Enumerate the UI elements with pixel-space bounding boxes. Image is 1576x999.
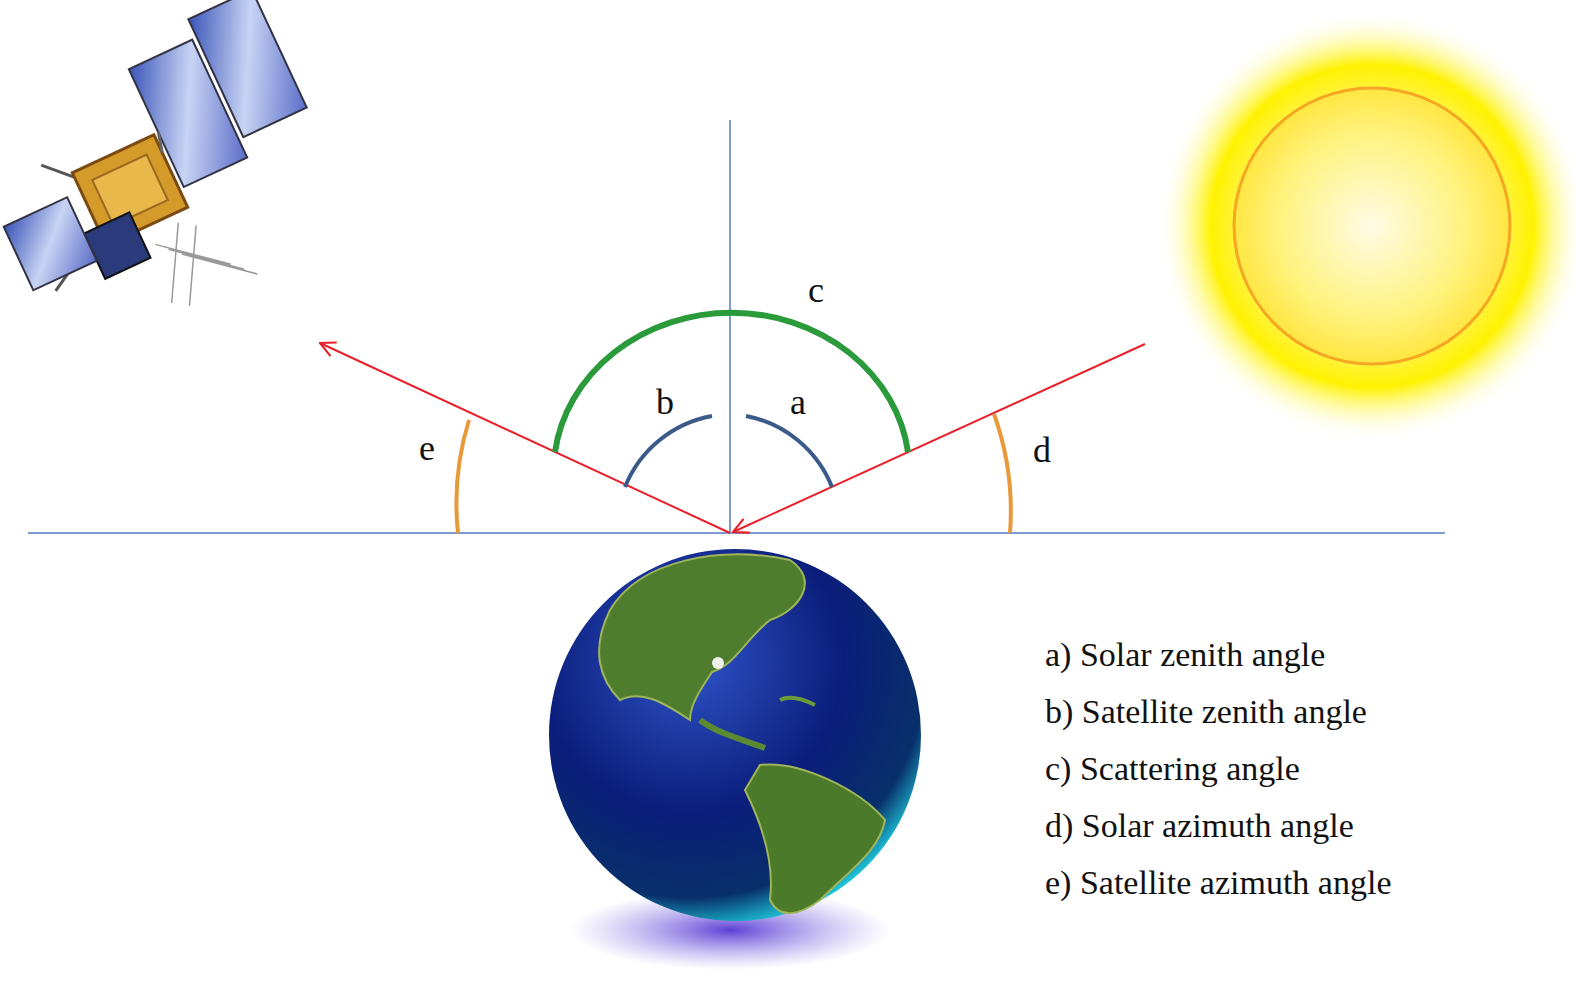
legend-item: e) Satellite azimuth angle (1045, 866, 1391, 900)
satellite-azimuth-arc (456, 420, 469, 533)
angle-letter: e (419, 430, 435, 466)
satellite (0, 0, 362, 363)
zenith-line (729, 120, 731, 533)
sun (1157, 11, 1576, 441)
legend-item: d) Solar azimuth angle (1045, 809, 1354, 843)
legend-item: b) Satellite zenith angle (1045, 695, 1367, 729)
solar-azimuth-arc (994, 414, 1011, 533)
horizon-line (28, 532, 1445, 534)
solar-zenith-arc (746, 416, 832, 487)
solar-ray (733, 344, 1145, 532)
angle-letter: c (808, 272, 824, 308)
satellite-ray (320, 343, 730, 533)
angle-letter: b (656, 384, 674, 420)
angle-letter: d (1033, 432, 1051, 468)
scattering-arc (555, 313, 908, 452)
legend-item: c) Scattering angle (1045, 752, 1300, 786)
angle-letter: a (790, 384, 806, 420)
legend-item: a) Solar zenith angle (1045, 638, 1325, 672)
satellite-zenith-arc (625, 416, 712, 487)
earth (549, 549, 921, 970)
